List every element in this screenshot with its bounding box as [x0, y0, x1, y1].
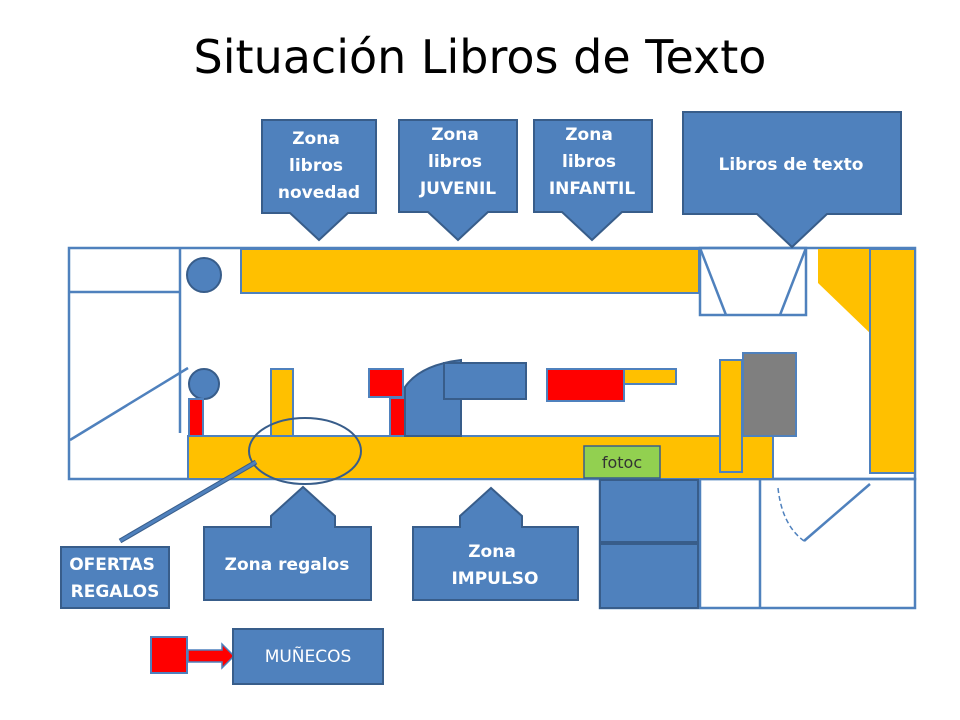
callout-novedad-line3: novedad — [278, 183, 360, 203]
regalos-highlight — [248, 417, 362, 485]
callout-juvenil-line2: libros — [428, 152, 482, 172]
impulse-furniture — [404, 358, 699, 609]
right-shelf — [869, 248, 916, 474]
photocopier — [742, 352, 797, 437]
legend-box — [232, 628, 384, 685]
callout-juvenil-line1: Zona — [431, 125, 479, 145]
small-post — [270, 368, 294, 437]
callout-juvenil: Zona libros JUVENIL — [398, 119, 518, 242]
legend: MUÑECOS — [150, 628, 384, 685]
svg-text:Zona libros INFANT: Zona libros INFANTIL — [549, 125, 636, 199]
callout-novedad: Zona libros novedad — [261, 119, 377, 242]
callout-impulso-line1: Zona — [468, 542, 516, 562]
callout-infantil-line3: INFANTIL — [549, 179, 636, 199]
right-post — [719, 359, 743, 473]
ofertas-line1: OFERTAS — [69, 555, 155, 575]
corner-shelf — [818, 249, 872, 335]
shelves — [187, 248, 916, 480]
callout-infantil-line2: libros — [562, 152, 616, 172]
svg-text:Zona IMPULSO: Zona IMPULSO — [451, 542, 538, 589]
callout-libros-texto: Libros de texto — [682, 111, 902, 249]
ofertas-line2: REGALOS — [71, 582, 160, 602]
callout-ofertas-regalos: OFERTAS REGALOS — [60, 546, 170, 609]
top-shelf — [240, 248, 700, 294]
svg-text:Zona libros noveda: Zona libros novedad — [278, 129, 360, 203]
bottom-counter — [187, 435, 774, 480]
legend-arrow-icon — [187, 642, 236, 670]
fotoc-label: fotoc — [602, 453, 642, 472]
callout-novedad-line1: Zona — [292, 129, 340, 149]
callout-zona-impulso: Zona IMPULSO — [412, 486, 579, 601]
callout-zona-regalos-label: Zona regalos — [225, 555, 350, 575]
ofertas-connector-inner — [119, 460, 257, 543]
svg-text:OFERTAS REGALOS: OFERTAS REGALOS — [69, 555, 161, 602]
legend-red-swatch — [150, 636, 188, 674]
red-blocks — [188, 368, 625, 437]
callout-juvenil-line3: JUVENIL — [419, 179, 496, 199]
callout-libros-texto-label: Libros de texto — [719, 155, 864, 175]
door-swing — [777, 487, 805, 542]
callout-infantil: Zona libros INFANTIL — [533, 119, 653, 242]
column-circle-mid — [188, 368, 220, 400]
legend-label: MUÑECOS — [265, 645, 352, 667]
callout-infantil-line1: Zona — [565, 125, 613, 145]
fotoc-box — [583, 445, 661, 479]
column-circle-top — [186, 257, 222, 293]
svg-text:Zona libros JUVENI: Zona libros JUVENIL — [419, 125, 496, 199]
callout-zona-regalos: Zona regalos — [203, 485, 372, 601]
page-title: Situación Libros de Texto — [193, 30, 767, 84]
callout-novedad-line2: libros — [289, 156, 343, 176]
callout-impulso-line2: IMPULSO — [451, 569, 538, 589]
